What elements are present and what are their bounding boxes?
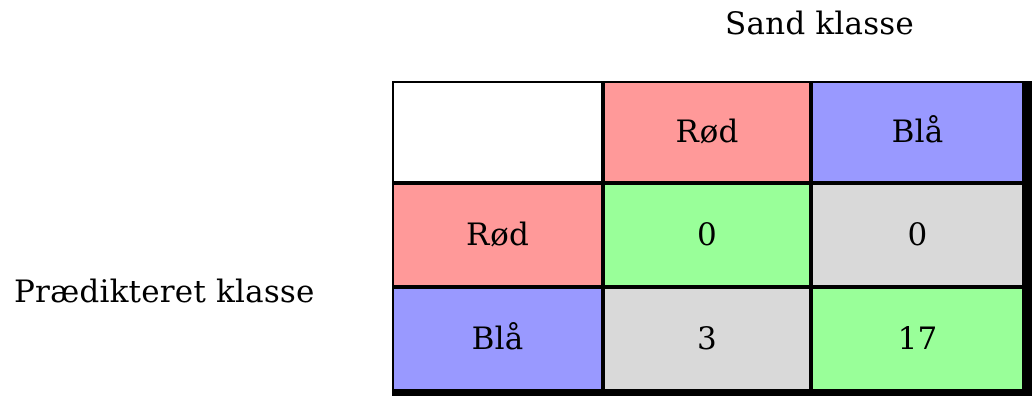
matrix-cell-value: 0 <box>907 216 928 253</box>
matrix-cell-value: 17 <box>897 320 938 357</box>
column-header-bla: Blå <box>811 81 1024 183</box>
matrix-cell-rod-rod: 0 <box>603 183 811 287</box>
row-header-rod: Rød <box>392 183 603 287</box>
matrix-cell-value: 0 <box>697 216 717 253</box>
row-header-rod-label: Rød <box>465 216 530 253</box>
column-header-rod: Rød <box>603 81 811 183</box>
matrix-corner-cell <box>392 81 603 183</box>
matrix-cell-bla-rod: 3 <box>603 287 811 391</box>
matrix-cell-rod-bla: 0 <box>811 183 1024 287</box>
row-header-bla-label: Blå <box>471 320 524 357</box>
true-class-axis-title: Sand klasse <box>725 6 914 42</box>
column-header-rod-label: Rød <box>675 113 739 150</box>
column-header-bla-label: Blå <box>891 113 944 150</box>
matrix-cell-bla-bla: 17 <box>811 287 1024 391</box>
confusion-matrix: Rød Blå Rød 0 0 Blå 3 17 <box>392 81 1032 396</box>
matrix-cell-value: 3 <box>697 320 717 357</box>
predicted-class-axis-title: Prædikteret klasse <box>14 274 315 310</box>
row-header-bla: Blå <box>392 287 603 391</box>
